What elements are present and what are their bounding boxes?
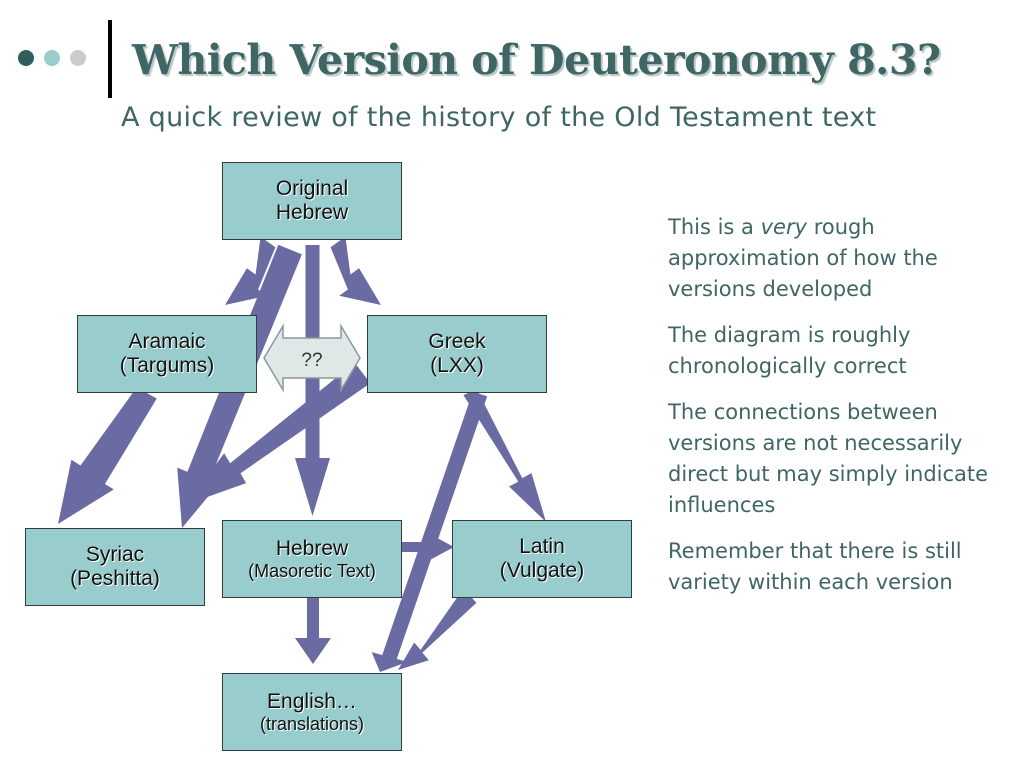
node-original-line1: Original	[275, 176, 349, 200]
slide-title: Which Version of Deuteronomy 8.3?	[132, 36, 941, 84]
node-latin-line2: (Vulgate)	[499, 559, 585, 582]
note-chronology: The diagram is roughly chronologically c…	[668, 323, 911, 378]
note-1-emphasis: very	[760, 215, 808, 239]
node-english-line2: (translations)	[259, 713, 365, 734]
bullet-dots	[18, 50, 86, 66]
arrow-hebrew-to-english	[295, 598, 331, 664]
node-syriac-line2: (Peshitta)	[70, 567, 160, 590]
note-1-start: This is a	[668, 215, 761, 239]
arrow-original-to-hebrew	[295, 245, 330, 516]
node-latin-vulgate: Latin (Vulgate)	[452, 520, 632, 598]
node-greek-lxx: Greek (LXX)	[367, 315, 547, 393]
node-aramaic-targums: Aramaic (Targums)	[77, 315, 257, 393]
node-syriac-line1: Syriac	[85, 542, 145, 566]
node-latin-line1: Latin	[519, 534, 565, 558]
node-original-hebrew: Original Hebrew	[222, 162, 402, 240]
arrow-aramaic-to-syriac	[58, 387, 157, 524]
node-greek-line2: (LXX)	[430, 354, 484, 377]
uncertain-link-label: ??	[301, 350, 322, 371]
arrow-original-to-aramaic	[225, 236, 276, 305]
note-variety: Remember that there is still variety wit…	[668, 539, 962, 594]
notes-panel: This is a very rough approximation of ho…	[668, 212, 998, 613]
dot-teal	[44, 50, 60, 66]
arrow-hebrew-to-latin	[398, 533, 454, 561]
arrow-greek-to-english	[371, 391, 488, 672]
node-hebrew-line2: (Masoretic Text)	[248, 560, 376, 581]
node-syriac-peshitta: Syriac (Peshitta)	[25, 528, 205, 606]
note-rough-approximation: This is a very rough approximation of ho…	[668, 212, 998, 305]
title-divider	[108, 20, 112, 98]
node-english-line1: English…	[267, 689, 357, 713]
dot-dark	[18, 50, 34, 66]
note-connections: The connections between versions are not…	[668, 400, 989, 517]
note-1-end: rough approximation of how the versions …	[668, 215, 938, 301]
double-arrow-aramaic-greek	[263, 323, 361, 393]
dot-gray	[70, 50, 86, 66]
node-aramaic-line2: (Targums)	[119, 354, 215, 377]
node-english-translations: English… (translations)	[222, 673, 402, 751]
node-hebrew-line1: Hebrew	[275, 536, 349, 560]
arrow-greek-to-latin	[463, 388, 546, 522]
node-original-line2: Hebrew	[275, 201, 349, 224]
arrow-latin-to-english	[398, 588, 477, 670]
slide-subtitle: A quick review of the history of the Old…	[121, 102, 877, 133]
arrow-original-to-greek	[330, 236, 381, 305]
node-hebrew-masoretic: Hebrew (Masoretic Text)	[222, 520, 402, 598]
node-greek-line1: Greek	[428, 329, 486, 353]
node-aramaic-line1: Aramaic	[128, 329, 206, 353]
arrow-greek-to-syriac	[185, 362, 371, 505]
